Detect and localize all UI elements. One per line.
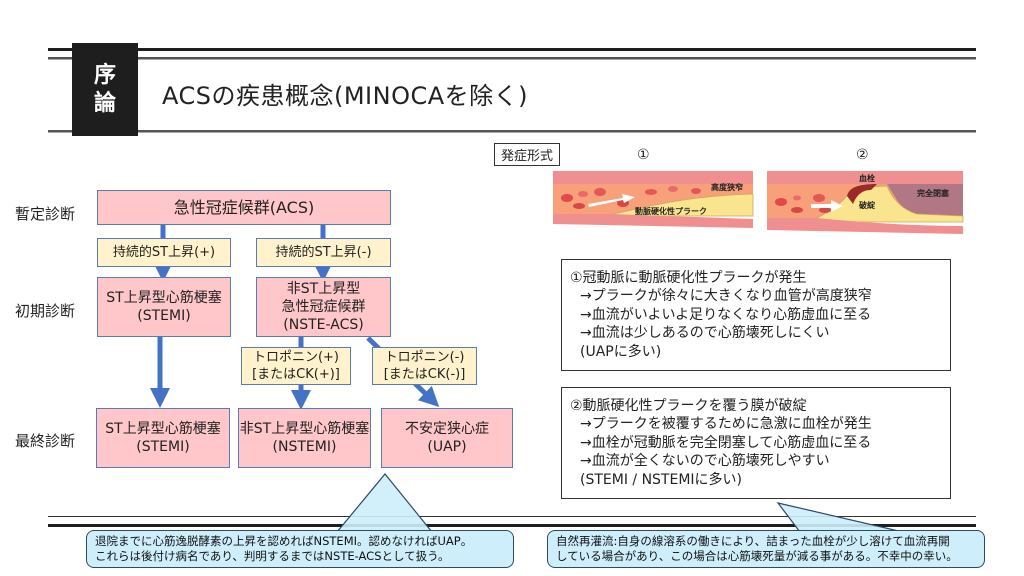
- nste-acs-line2: 急性冠症候群: [281, 299, 366, 315]
- footer-rule-thick: [48, 524, 976, 527]
- plaque: [612, 193, 754, 217]
- row-label-final: 最終診断: [15, 432, 76, 450]
- figure2-number: ②: [856, 147, 869, 163]
- st-elevation-negative-box: 持続的ST上昇(-): [256, 238, 391, 267]
- note1-line3: →血流がいよいよ足りなくなり心筋虚血に至る: [580, 306, 872, 323]
- vessel-wall-bottom: [767, 218, 963, 234]
- flow-arrow: [811, 200, 843, 212]
- row-label-provisional: 暫定診断: [15, 205, 76, 223]
- troponin-positive-line2: [またはCK(+)]: [252, 367, 340, 382]
- callout-right-line1: 自然再灌流:自身の線溶系の働きにより、詰まった血栓が少し溶けて血流再開: [556, 534, 950, 548]
- callout-left-line2: これらは後付け病名であり、判明するまではNSTE-ACSとして扱う。: [95, 549, 450, 563]
- note2-line4: →血流が全くないので心筋壊死しやすい: [580, 453, 830, 470]
- vessel-wall-top: [553, 171, 753, 184]
- vessel-wall-top: [767, 171, 963, 184]
- troponin-negative-box: トロポニン(-) [またはCK(-)]: [372, 347, 477, 385]
- header-rule-bottom: [48, 130, 976, 133]
- stemi-initial-line1: ST上昇型心筋梗塞: [106, 290, 222, 306]
- figure2-label-thrombus: 血栓: [859, 173, 875, 183]
- acs-label: 急性冠症候群(ACS): [173, 197, 315, 217]
- row-label-initial: 初期診断: [15, 302, 76, 320]
- stemi-final-box: ST上昇型心筋梗塞 (STEMI): [96, 408, 230, 468]
- section-tab-char-2: 論: [93, 90, 116, 116]
- header-rule-top: [48, 48, 976, 51]
- callout-spontaneous-reperfusion: 自然再灌流:自身の線溶系の働きにより、詰まった血栓が少し溶けて血流再開 している…: [547, 530, 985, 568]
- callout-left-pointer: [335, 473, 434, 533]
- uap-final-box: 不安定狭心症 (UAP): [381, 408, 513, 468]
- nstemi-final-line2: (NSTEMI): [272, 439, 337, 455]
- note1-line2: →プラークが徐々に大きくなり血管が高度狭窄: [580, 288, 872, 305]
- section-tab-char-1: 序: [93, 62, 116, 88]
- nstemi-final-box: 非ST上昇型心筋梗塞 (NSTEMI): [238, 408, 371, 468]
- plaque-rupture-illustration: 血栓 完全閉塞 破綻: [767, 170, 964, 236]
- stemi-initial-box: ST上昇型心筋梗塞 (STEMI): [97, 277, 231, 337]
- callout-right-line2: している場合があり、この場合は心筋壊死量が減る事がある。不幸中の幸い。: [556, 549, 958, 563]
- stemi-initial-line2: (STEMI): [137, 308, 191, 324]
- st-elevation-positive-label: 持続的ST上昇(+): [112, 245, 216, 260]
- note1-line5: (UAPに多い): [580, 343, 662, 360]
- figure1-label-plaque: 動脈硬化性プラーク: [635, 206, 707, 216]
- stemi-final-line1: ST上昇型心筋梗塞: [105, 421, 221, 437]
- occlusion: [887, 184, 963, 216]
- nste-acs-line1: 非ST上昇型: [286, 281, 361, 297]
- vessel-wall-bottom: [553, 214, 753, 228]
- note2-line5: (STEMI / NSTEMIに多い): [580, 471, 742, 488]
- stemi-final-line2: (STEMI): [136, 439, 190, 455]
- footer-rule-thin: [48, 516, 976, 517]
- note2-line2: →プラークを被覆するために急激に血栓が発生: [580, 416, 872, 433]
- flow-arrow: [588, 194, 635, 207]
- callout-right-pointer: [776, 502, 904, 533]
- nste-acs-line3: (NSTE-ACS): [283, 317, 364, 333]
- note1-line1: ①冠動脈に動脈硬化性プラークが発生: [570, 269, 807, 286]
- figure1-label-stenosis: 高度狭窄: [711, 182, 743, 192]
- note-plaque-rupture: ②動脈硬化性プラークを覆う膜が破綻 →プラークを被覆するために急激に血栓が発生 …: [561, 387, 951, 499]
- figure2-label-rupture: 破綻: [859, 200, 876, 210]
- onset-label: 発症形式: [494, 143, 561, 166]
- callout-left-line1: 退院までに心筋逸脱酵素の上昇を認めればNSTEMI。認めなければUAP。: [95, 534, 473, 548]
- st-elevation-negative-label: 持続的ST上昇(-): [275, 245, 372, 260]
- uap-final-line2: (UAP): [427, 439, 467, 455]
- nste-acs-box: 非ST上昇型 急性冠症候群 (NSTE-ACS): [256, 277, 391, 337]
- uap-final-line1: 不安定狭心症: [405, 421, 489, 437]
- st-elevation-positive-box: 持続的ST上昇(+): [97, 238, 231, 267]
- page-title: ACSの疾患概念(MINOCAを除く): [162, 82, 529, 110]
- figure1-number: ①: [637, 147, 650, 163]
- note2-line3: →血栓が冠動脈を完全閉塞して心筋虚血に至る: [580, 434, 872, 451]
- troponin-negative-line1: トロポニン(-): [384, 350, 465, 365]
- note1-line4: →血流は少しあるので心筋壊死しにくい: [580, 325, 830, 342]
- figure2-label-occlusion: 完全閉塞: [917, 188, 950, 198]
- callout-nstemi-uap: 退院までに心筋逸脱酵素の上昇を認めればNSTEMI。認めなければUAP。 これら…: [86, 530, 514, 568]
- section-tab: 序 論: [72, 43, 138, 136]
- nstemi-final-line1: 非ST上昇型心筋梗塞: [239, 421, 370, 437]
- troponin-positive-line1: トロポニン(+): [252, 350, 340, 365]
- acs-box: 急性冠症候群(ACS): [97, 190, 391, 225]
- note2-line1: ②動脈硬化性プラークを覆う膜が破綻: [570, 397, 807, 414]
- header-rule-second: [48, 57, 976, 60]
- troponin-positive-box: トロポニン(+) [またはCK(+)]: [241, 347, 351, 385]
- note-plaque-stenosis: ①冠動脈に動脈硬化性プラークが発生 →プラークが徐々に大きくなり血管が高度狭窄 …: [561, 259, 951, 371]
- artery-stenosis-illustration: 高度狭窄 動脈硬化性プラーク: [553, 170, 754, 230]
- troponin-negative-line2: [またはCK(-)]: [383, 367, 466, 382]
- thrombus: [847, 184, 877, 204]
